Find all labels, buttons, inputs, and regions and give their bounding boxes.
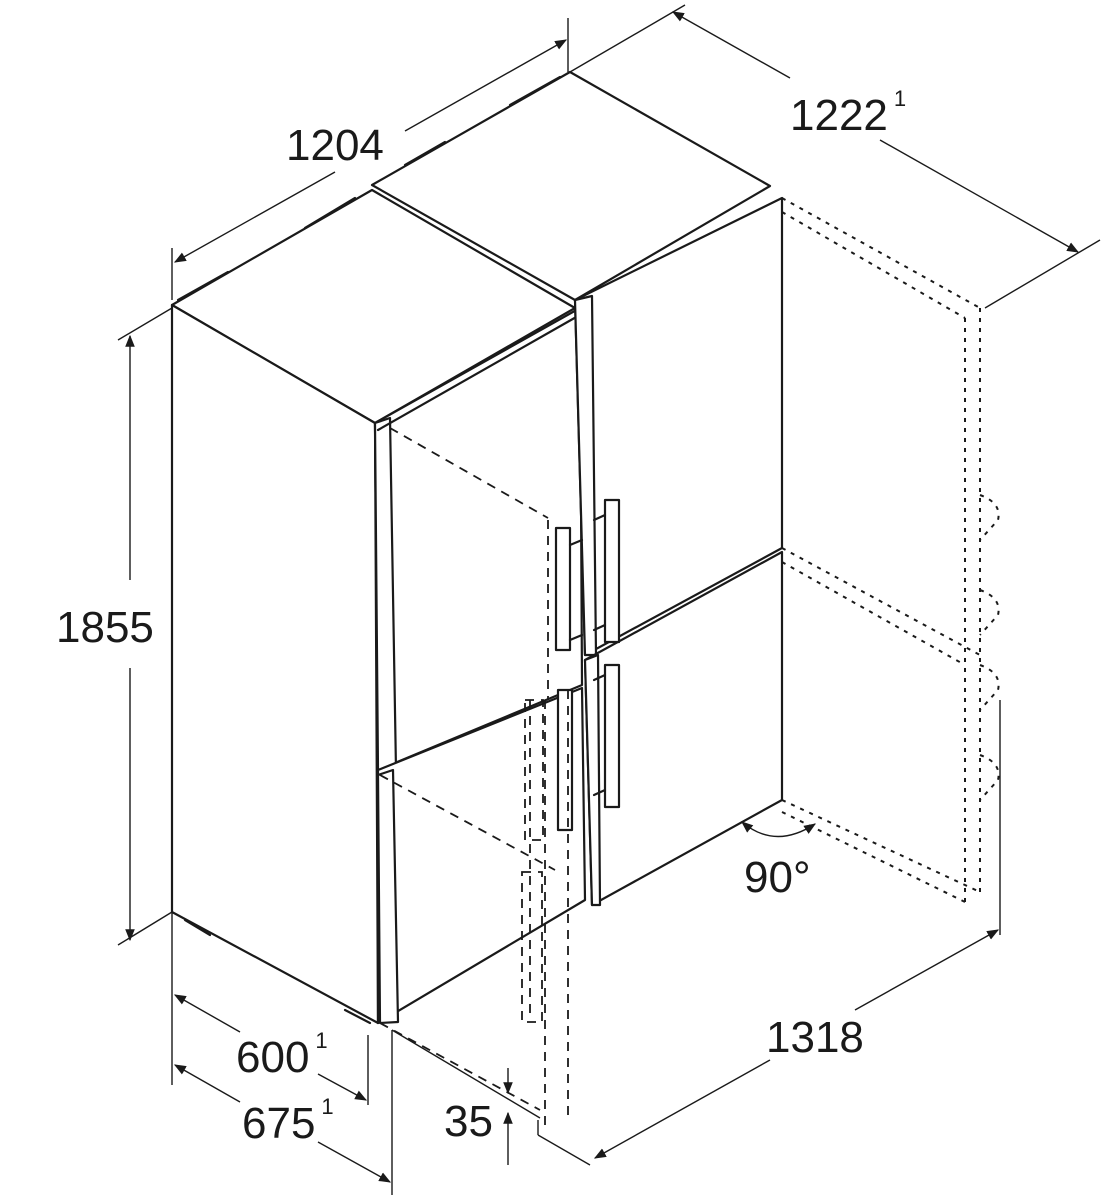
dimension-value: 1222 xyxy=(790,91,888,140)
dimension-label-1855: 1855 xyxy=(56,606,154,650)
left-unit xyxy=(170,188,577,1025)
dimension-label-1318: 1318 xyxy=(766,1016,864,1060)
right-unit-top xyxy=(370,70,772,302)
dimension-value: 1204 xyxy=(286,121,384,170)
dimension-value: 90° xyxy=(744,853,811,902)
dimension-value: 675 xyxy=(242,1099,316,1148)
left-door-open-outline xyxy=(379,427,569,1125)
handle-right-upper xyxy=(603,498,621,644)
handle-right-lower xyxy=(603,663,621,809)
footnote-marker: 1 xyxy=(321,1094,334,1119)
left-unit-upper-door xyxy=(373,306,584,772)
handle-left-upper xyxy=(554,526,572,652)
footnote-marker: 1 xyxy=(893,86,907,111)
dimension-label-90-degrees: 90° xyxy=(744,856,811,900)
dimension-label-1204: 1204 xyxy=(286,124,384,168)
dimension-label-35: 35 xyxy=(444,1100,493,1144)
dimension-value: 1855 xyxy=(56,603,154,652)
handle-left-lower xyxy=(556,688,574,832)
dimension-value: 600 xyxy=(236,1033,310,1082)
dimension-value: 1318 xyxy=(766,1013,864,1062)
left-unit-lower-door xyxy=(376,686,587,1025)
left-unit-side xyxy=(170,303,380,1025)
right-door-open-outline xyxy=(781,197,1000,903)
dimension-lines xyxy=(117,4,1101,1195)
dimension-value: 35 xyxy=(444,1097,493,1146)
right-unit xyxy=(370,70,784,907)
footnote-marker: 1 xyxy=(315,1028,328,1053)
